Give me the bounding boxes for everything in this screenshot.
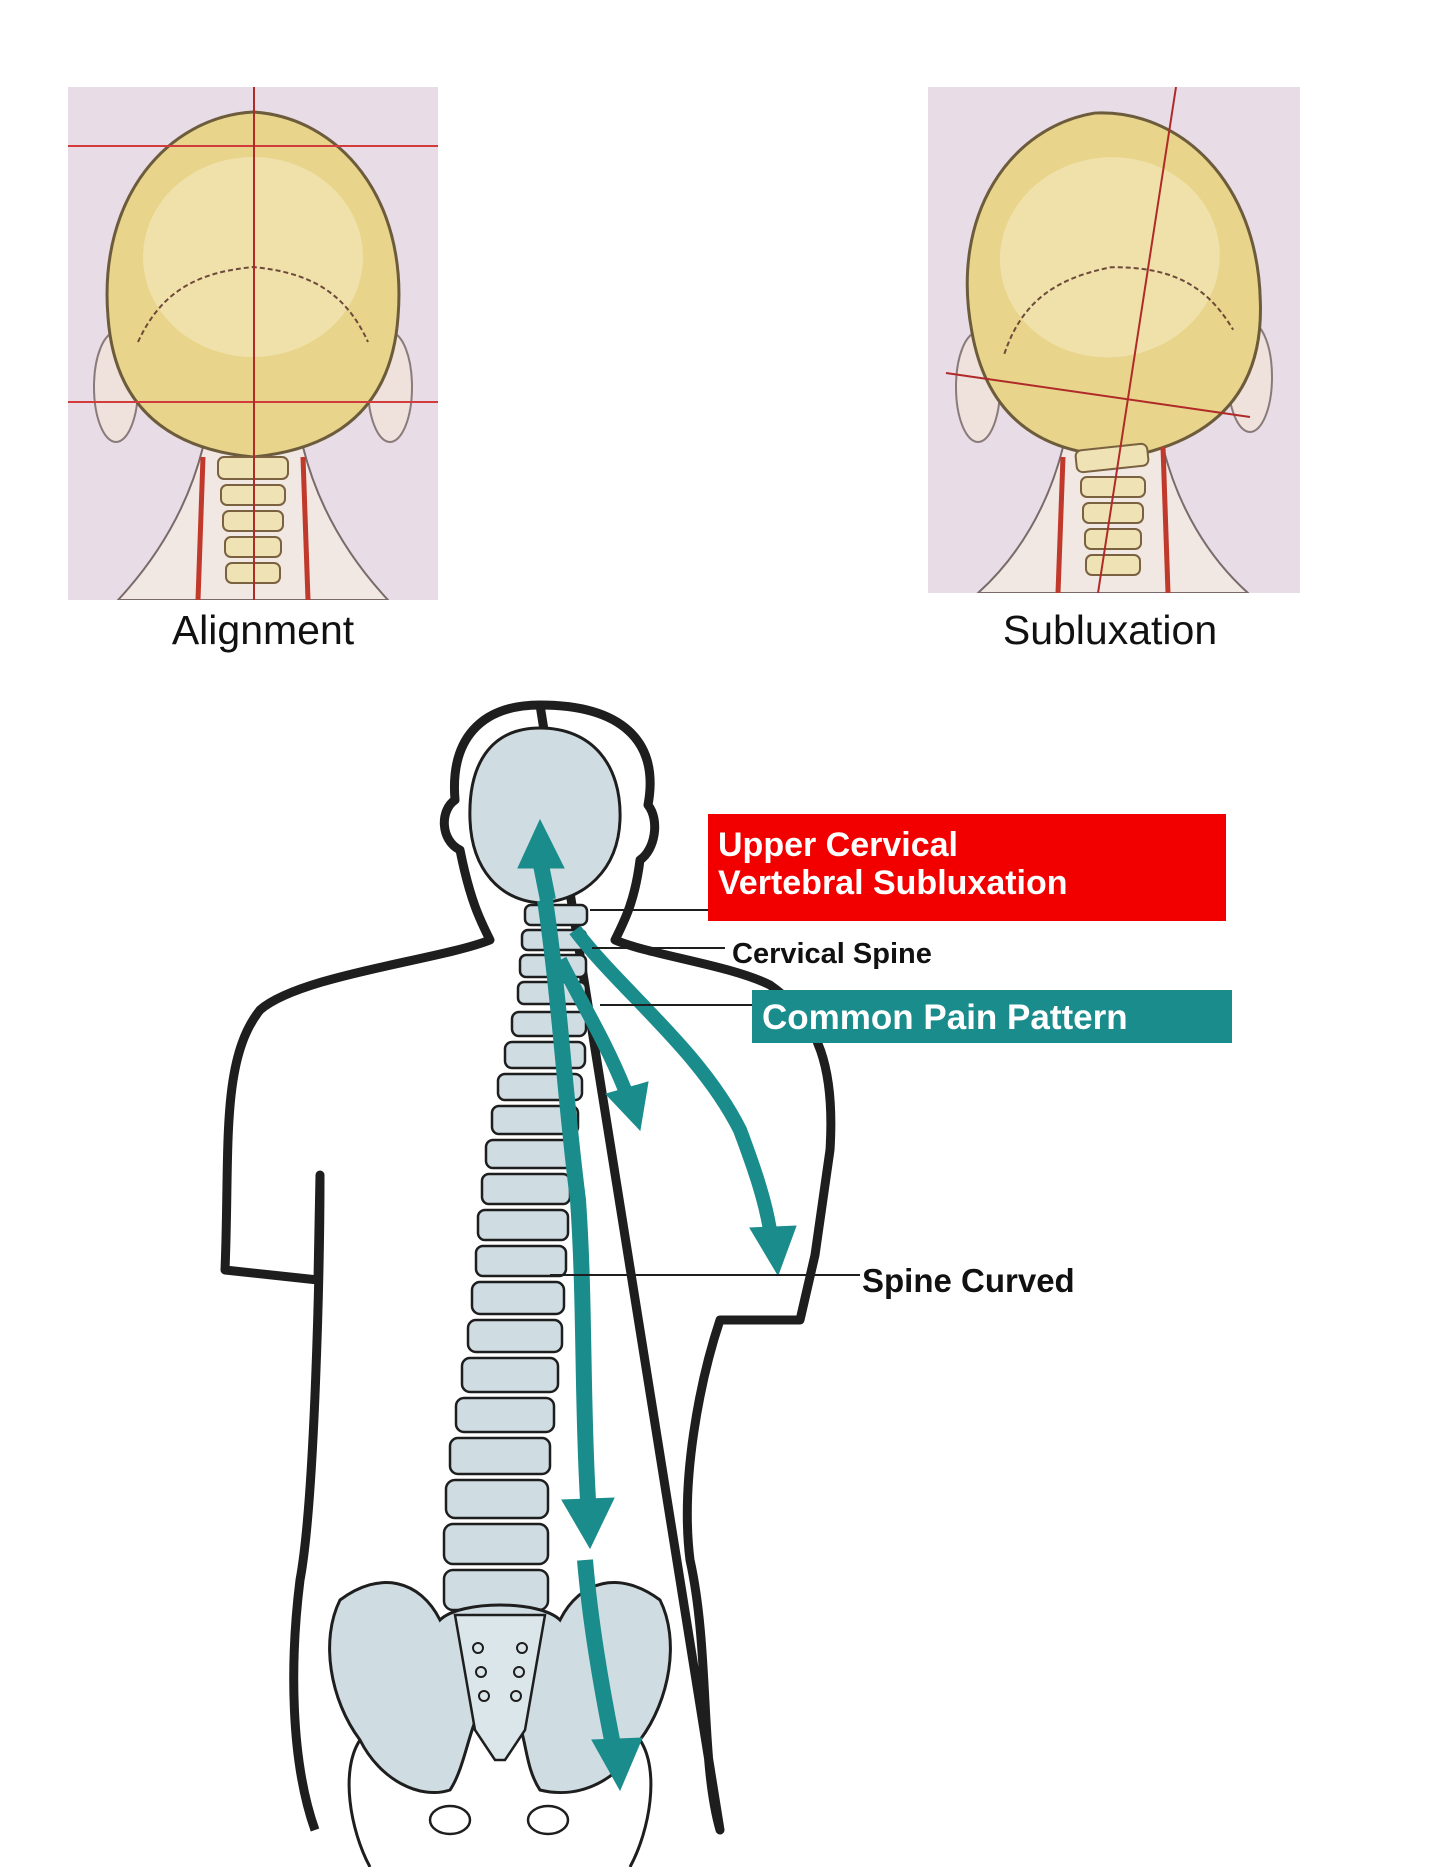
upper-cervical-subluxation-label: Upper Cervical Vertebral Subluxation [708,814,1226,921]
leader-lines [550,909,860,1276]
cervical-spine-label: Cervical Spine [732,938,932,970]
subluxation-caption: Subluxation [1002,607,1218,653]
pain-pattern-arrows [517,818,797,1792]
body-outline [220,700,836,1835]
subluxation-illustration [928,87,1300,593]
alignment-caption: Alignment [171,607,355,653]
alignment-illustration [68,87,438,600]
spine-curved-label: Spine Curved [862,1262,1075,1299]
common-pain-pattern-label: Common Pain Pattern [752,990,1232,1043]
sacrum-bone [453,1613,547,1762]
